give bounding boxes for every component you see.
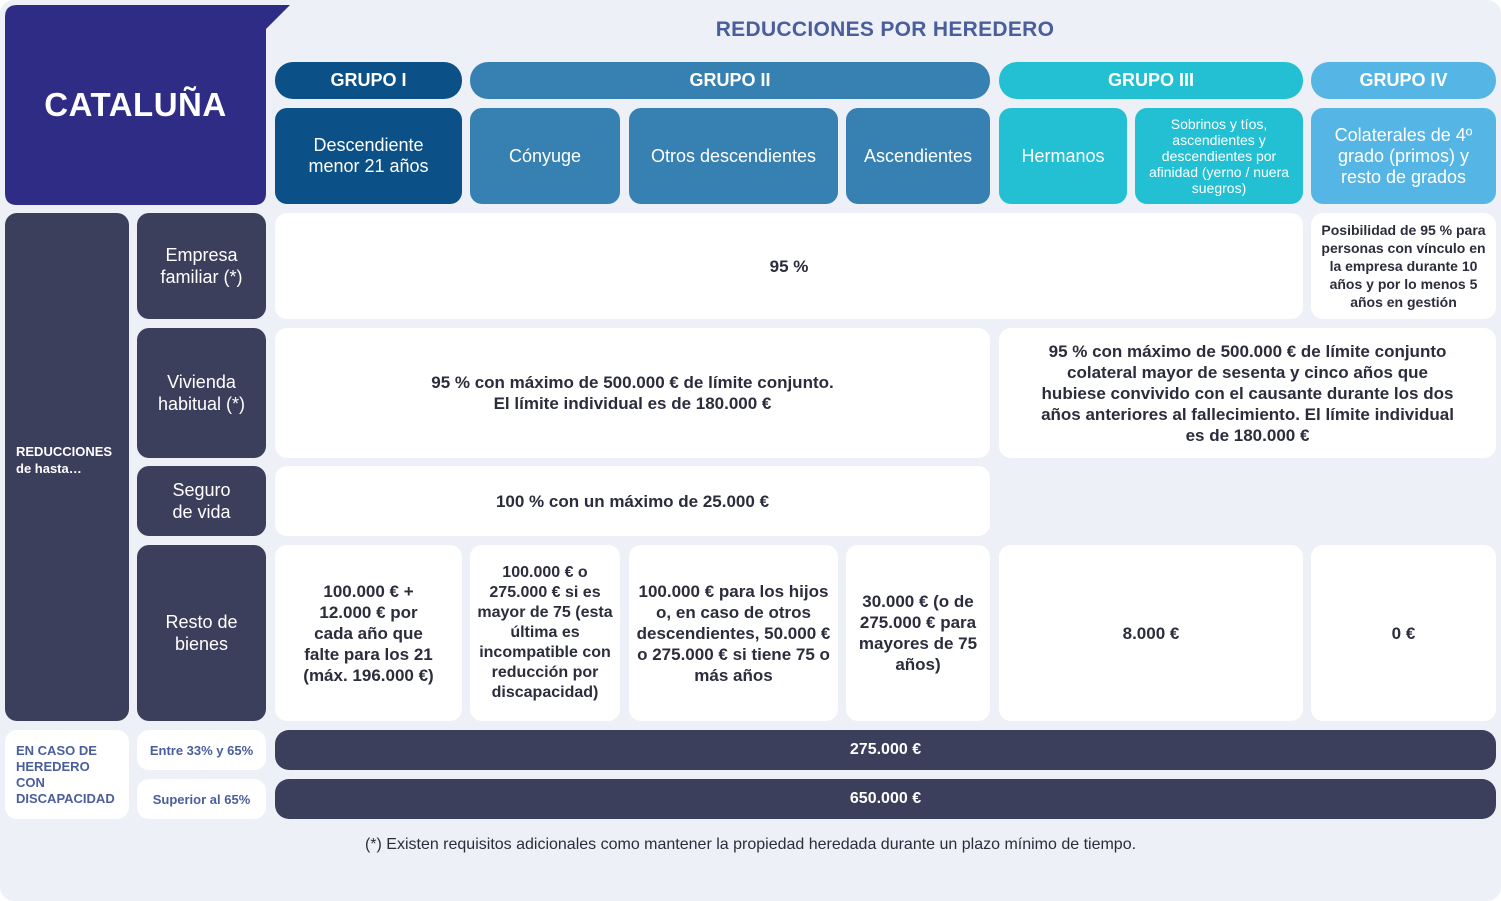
seguro-value: 100 % con un máximo de 25.000 € bbox=[275, 466, 990, 536]
resto-grupo1-value: 100.000 € + 12.000 € por cada año que fa… bbox=[275, 545, 462, 721]
subgroup-descendiente-menor: Descendiente menor 21 años bbox=[275, 108, 462, 204]
vivienda-value-line1: 95 % con máximo de 500.000 € de límite c… bbox=[431, 373, 834, 392]
discapacidad-tier2-value: 650.000 € bbox=[275, 779, 1496, 819]
discapacidad-label: EN CASO DE HEREDERO CON DISCAPACIDAD bbox=[5, 730, 129, 819]
reductions-label: REDUCCIONES de hasta… bbox=[5, 213, 129, 721]
discapacidad-label-line4: DISCAPACIDAD bbox=[16, 791, 115, 806]
resto-grupo3-value: 8.000 € bbox=[999, 545, 1303, 721]
group-header-1: GRUPO I bbox=[275, 62, 462, 99]
resto-ascendientes-value: 30.000 € (o de 275.000 € para mayores de… bbox=[846, 545, 990, 721]
reductions-label-line2: de hasta… bbox=[16, 461, 82, 476]
row-label-resto: Resto de bienes bbox=[137, 545, 266, 721]
resto-otros-descendientes-value: 100.000 € para los hijos o, en caso de o… bbox=[629, 545, 838, 721]
footnote: (*) Existen requisitos adicionales como … bbox=[364, 836, 1137, 853]
header-title: REDUCCIONES POR HEREDERO bbox=[715, 18, 1055, 41]
discapacidad-label-line2: HEREDERO bbox=[16, 759, 90, 774]
empresa-value: 95 % bbox=[275, 213, 1303, 319]
discapacidad-tier1-value: 275.000 € bbox=[275, 730, 1496, 770]
region-banner bbox=[5, 5, 290, 205]
subgroup-otros-descendientes: Otros descendientes bbox=[629, 108, 838, 204]
row-label-vivienda: Vivienda habitual (*) bbox=[137, 328, 266, 458]
resto-grupo4-value: 0 € bbox=[1311, 545, 1496, 721]
discapacidad-tier2-label: Superior al 65% bbox=[137, 779, 266, 819]
group-header-3: GRUPO III bbox=[999, 62, 1303, 99]
subgroup-colaterales: Colaterales de 4º grado (primos) y resto… bbox=[1311, 108, 1496, 204]
subgroup-sobrinos-tios: Sobrinos y tíos, ascendientes y descendi… bbox=[1135, 108, 1303, 204]
subgroup-ascendientes: Ascendientes bbox=[846, 108, 990, 204]
discapacidad-tier1-label: Entre 33% y 65% bbox=[137, 730, 266, 770]
subgroup-conyuge: Cónyuge bbox=[470, 108, 620, 204]
row-label-seguro: Seguro de vida bbox=[137, 466, 266, 536]
discapacidad-label-line3: CON bbox=[16, 775, 45, 790]
reductions-label-line1: REDUCCIONES bbox=[16, 444, 113, 459]
region-title: CATALUÑA bbox=[44, 86, 227, 123]
vivienda-colateral-value: 95 % con máximo de 500.000 € de límite c… bbox=[999, 328, 1496, 458]
group-header-2: GRUPO II bbox=[470, 62, 990, 99]
vivienda-value: 95 % con máximo de 500.000 € de límite c… bbox=[275, 328, 990, 458]
resto-conyuge-value: 100.000 € o 275.000 € si es mayor de 75 … bbox=[470, 545, 620, 721]
group-header-4: GRUPO IV bbox=[1311, 62, 1496, 99]
empresa-grupo4-value: Posibilidad de 95 % para personas con ví… bbox=[1311, 213, 1496, 319]
subgroup-hermanos: Hermanos bbox=[999, 108, 1127, 204]
row-label-empresa: Empresa familiar (*) bbox=[137, 213, 266, 319]
vivienda-value-line2: El límite individual es de 180.000 € bbox=[493, 394, 772, 413]
discapacidad-label-line1: EN CASO DE bbox=[16, 743, 97, 758]
